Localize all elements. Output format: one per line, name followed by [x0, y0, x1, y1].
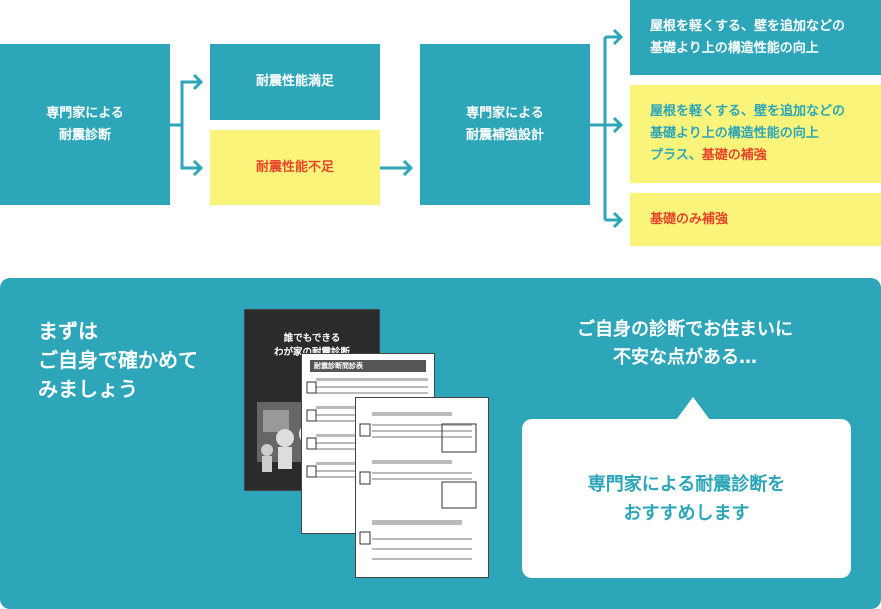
arrow-head-design — [402, 159, 414, 177]
start-line-2: 耐震診断 — [58, 127, 111, 143]
worry-line-1: ご自身の診断でお住まいに — [577, 319, 793, 340]
flow-arrows — [170, 28, 624, 229]
booklet-sheet-title: 耐震診断問診表 — [310, 360, 426, 372]
recommend-line-2: おすすめします — [623, 502, 750, 524]
intro-line-3: みましょう — [38, 377, 138, 401]
option1-line-1: 屋根を軽くする、壁を追加などの — [650, 18, 846, 34]
start-box: 専門家による 耐震診断 — [0, 44, 170, 205]
design-line-1: 専門家による — [466, 105, 544, 121]
option1-box: 屋根を軽くする、壁を追加などの 基礎より上の構造性能の向上 — [630, 0, 881, 75]
worry-text: ご自身の診断でお住まいに 不安な点がある… — [520, 316, 850, 372]
ok-label: 耐震性能満足 — [255, 74, 334, 89]
option2-box: 屋根を軽くする、壁を追加などの 基礎より上の構造性能の向上 プラス、基礎の補強 — [630, 85, 881, 183]
intro-text: まずは ご自身で確かめて みましょう — [38, 317, 198, 404]
intro-line-1: まずは — [38, 319, 98, 343]
branch-line-1 — [170, 80, 200, 170]
ng-box: 耐震性能不足 — [210, 130, 380, 205]
booklet-cover-title-1: 誰でもできる — [283, 333, 341, 344]
start-line-1: 専門家による — [46, 105, 124, 121]
speech-bubble-tail — [676, 397, 710, 420]
design-line-2: 耐震補強設計 — [465, 127, 544, 143]
ok-box: 耐震性能満足 — [210, 44, 380, 120]
option2-line-3-prefix: プラス、 — [650, 148, 702, 163]
booklet-cover-title-2: わが家の耐震診断 — [245, 346, 379, 360]
option1-line-2: 基礎より上の構造性能の向上 — [650, 40, 819, 56]
option2-line-1: 屋根を軽くする、壁を追加などの — [650, 104, 846, 119]
option3-label: 基礎のみ補強 — [650, 211, 729, 227]
ng-label: 耐震性能不足 — [255, 159, 334, 175]
arrow-head-option2 — [612, 116, 624, 134]
arrow-head-option3 — [612, 211, 624, 229]
worry-line-2: 不安な点がある… — [613, 347, 757, 368]
branch-line-2 — [590, 35, 620, 222]
design-box: 専門家による 耐震補強設計 — [420, 44, 590, 205]
arrow-head-ok — [192, 73, 204, 91]
option2-line-2: 基礎より上の構造性能の向上 — [650, 126, 819, 141]
intro-line-2: ご自身で確かめて — [38, 348, 198, 372]
recommend-line-1: 専門家による耐震診断を — [587, 473, 786, 495]
recommend-bubble: 専門家による耐震診断を おすすめします — [522, 419, 851, 578]
option2-line-3-emphasis: 基礎の補強 — [701, 148, 767, 163]
arrow-head-ng — [192, 159, 204, 177]
arrow-head-option1 — [612, 28, 624, 46]
booklet-sheet-2 — [355, 397, 489, 578]
option3-box: 基礎のみ補強 — [630, 193, 881, 246]
sheet-2-lines — [359, 412, 477, 560]
